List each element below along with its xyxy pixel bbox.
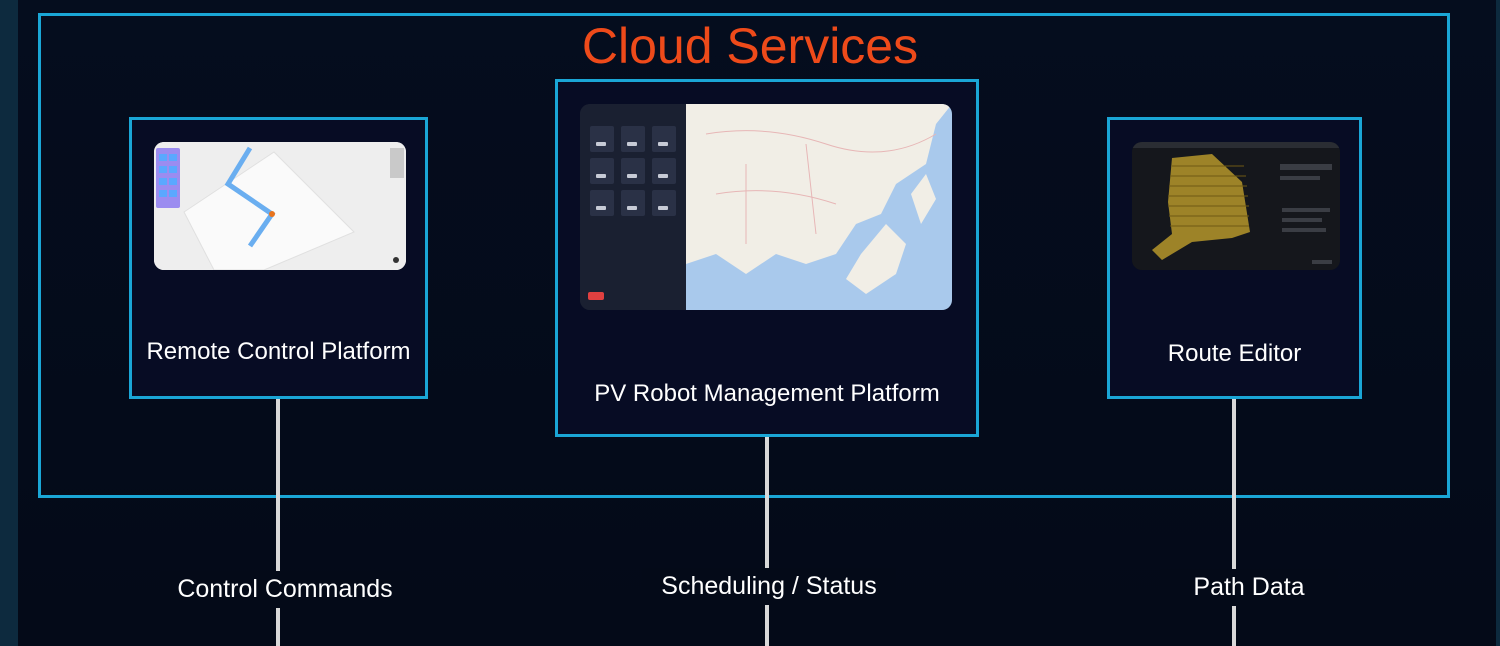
stat-tile	[590, 158, 614, 184]
cloud-services-title: Cloud Services	[581, 18, 919, 74]
stat-tile	[652, 158, 676, 184]
remote-control-platform-label: Remote Control Platform	[146, 338, 411, 365]
alert-button-icon	[588, 292, 604, 300]
left-edge-panel	[0, 0, 18, 646]
route-editor-label: Route Editor	[1167, 340, 1302, 367]
stat-tile	[621, 190, 645, 216]
remote-control-platform-box[interactable]: Remote Control Platform	[129, 117, 428, 399]
remote-control-map-icon	[154, 142, 406, 270]
control-commands-label: Control Commands	[160, 571, 410, 608]
control-commands-connector	[276, 399, 280, 646]
world-map-dashboard-icon	[580, 104, 952, 310]
pv-robot-management-platform-box[interactable]: PV Robot Management Platform	[555, 79, 979, 437]
scheduling-status-label: Scheduling / Status	[642, 568, 896, 605]
stat-tile	[621, 126, 645, 152]
stat-tile	[590, 126, 614, 152]
path-data-label: Path Data	[1160, 569, 1338, 606]
route-editor-box[interactable]: Route Editor	[1107, 117, 1362, 399]
route-grid-icon	[1132, 142, 1340, 270]
stat-tile	[621, 158, 645, 184]
dashboard-sidebar	[580, 104, 686, 310]
world-map-icon	[686, 104, 952, 310]
cloud-services-frame	[38, 13, 1450, 498]
stat-tile	[652, 190, 676, 216]
pv-robot-management-platform-label: PV Robot Management Platform	[594, 380, 940, 407]
stat-tile	[652, 126, 676, 152]
path-data-connector	[1232, 399, 1236, 646]
stat-tile	[590, 190, 614, 216]
scheduling-status-connector	[765, 437, 769, 646]
right-edge-panel	[1496, 0, 1500, 646]
